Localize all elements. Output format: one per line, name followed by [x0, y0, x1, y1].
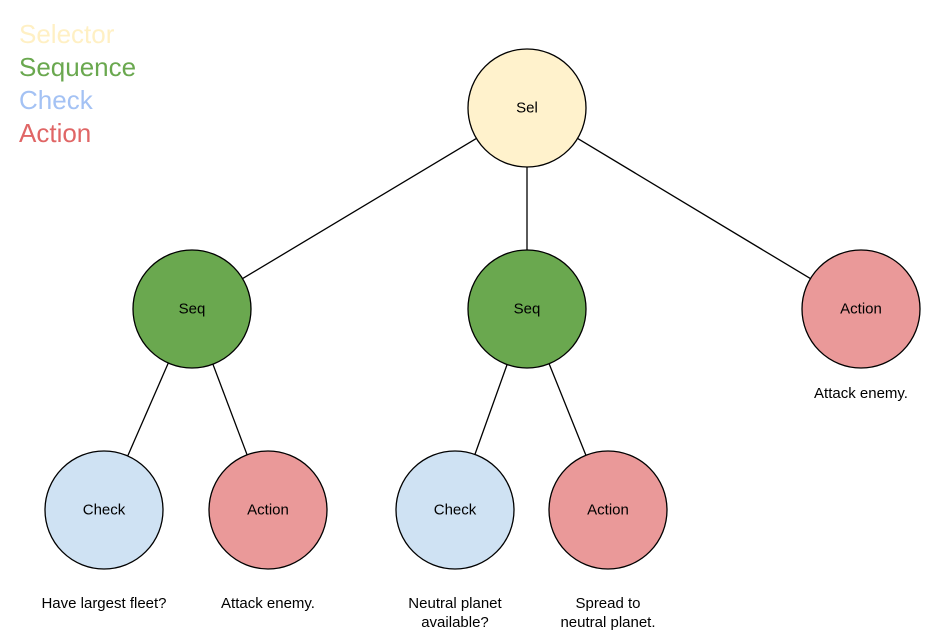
caption-action-2: Spread to neutral planet. — [560, 595, 656, 631]
node-seq-mid: Seq — [467, 249, 587, 369]
node-action-2: Action — [548, 450, 668, 570]
legend-selector: Selector — [19, 19, 115, 49]
tree-edges — [127, 137, 811, 457]
node-seq-left-label: Seq — [179, 301, 206, 318]
node-check-2: Check — [395, 450, 515, 570]
legend-action: Action — [19, 118, 92, 148]
node-action-right: Action — [801, 249, 921, 369]
legend-check: Check — [19, 85, 93, 115]
edge-seq_left-action_1 — [212, 363, 248, 456]
node-sel-circle — [467, 48, 587, 168]
node-check-1: Check — [44, 450, 164, 570]
caption-action-right: Attack enemy. — [814, 385, 908, 402]
edge-seq_left-check_1 — [127, 362, 169, 457]
edge-seq_mid-check_2 — [474, 364, 508, 455]
node-check-1-label: Check — [83, 502, 126, 519]
legend: Selector Sequence Check Action — [19, 18, 136, 150]
node-check-1-circle — [44, 450, 164, 570]
node-action-1-label: Action — [247, 502, 289, 519]
edge-sel-action_right — [577, 137, 811, 280]
edge-seq_mid-action_2 — [548, 363, 587, 456]
node-sel: Sel — [467, 48, 587, 168]
edge-sel-seq_left — [242, 137, 477, 280]
caption-action-1: Attack enemy. — [221, 595, 315, 612]
caption-check-2: Neutral planet available? — [408, 595, 502, 631]
node-seq-left-circle — [132, 249, 252, 369]
node-action-right-circle — [801, 249, 921, 369]
node-check-2-label: Check — [434, 502, 477, 519]
node-sel-label: Sel — [516, 100, 538, 117]
caption-check-1: Have largest fleet? — [41, 595, 167, 612]
node-action-1-circle — [208, 450, 328, 570]
node-action-2-label: Action — [587, 502, 629, 519]
node-check-2-circle — [395, 450, 515, 570]
legend-sequence: Sequence — [19, 52, 137, 82]
node-action-right-label: Action — [840, 301, 882, 318]
node-seq-mid-label: Seq — [514, 301, 541, 318]
node-seq-mid-circle — [467, 249, 587, 369]
node-seq-left: Seq — [132, 249, 252, 369]
node-action-1: Action — [208, 450, 328, 570]
node-action-2-circle — [548, 450, 668, 570]
